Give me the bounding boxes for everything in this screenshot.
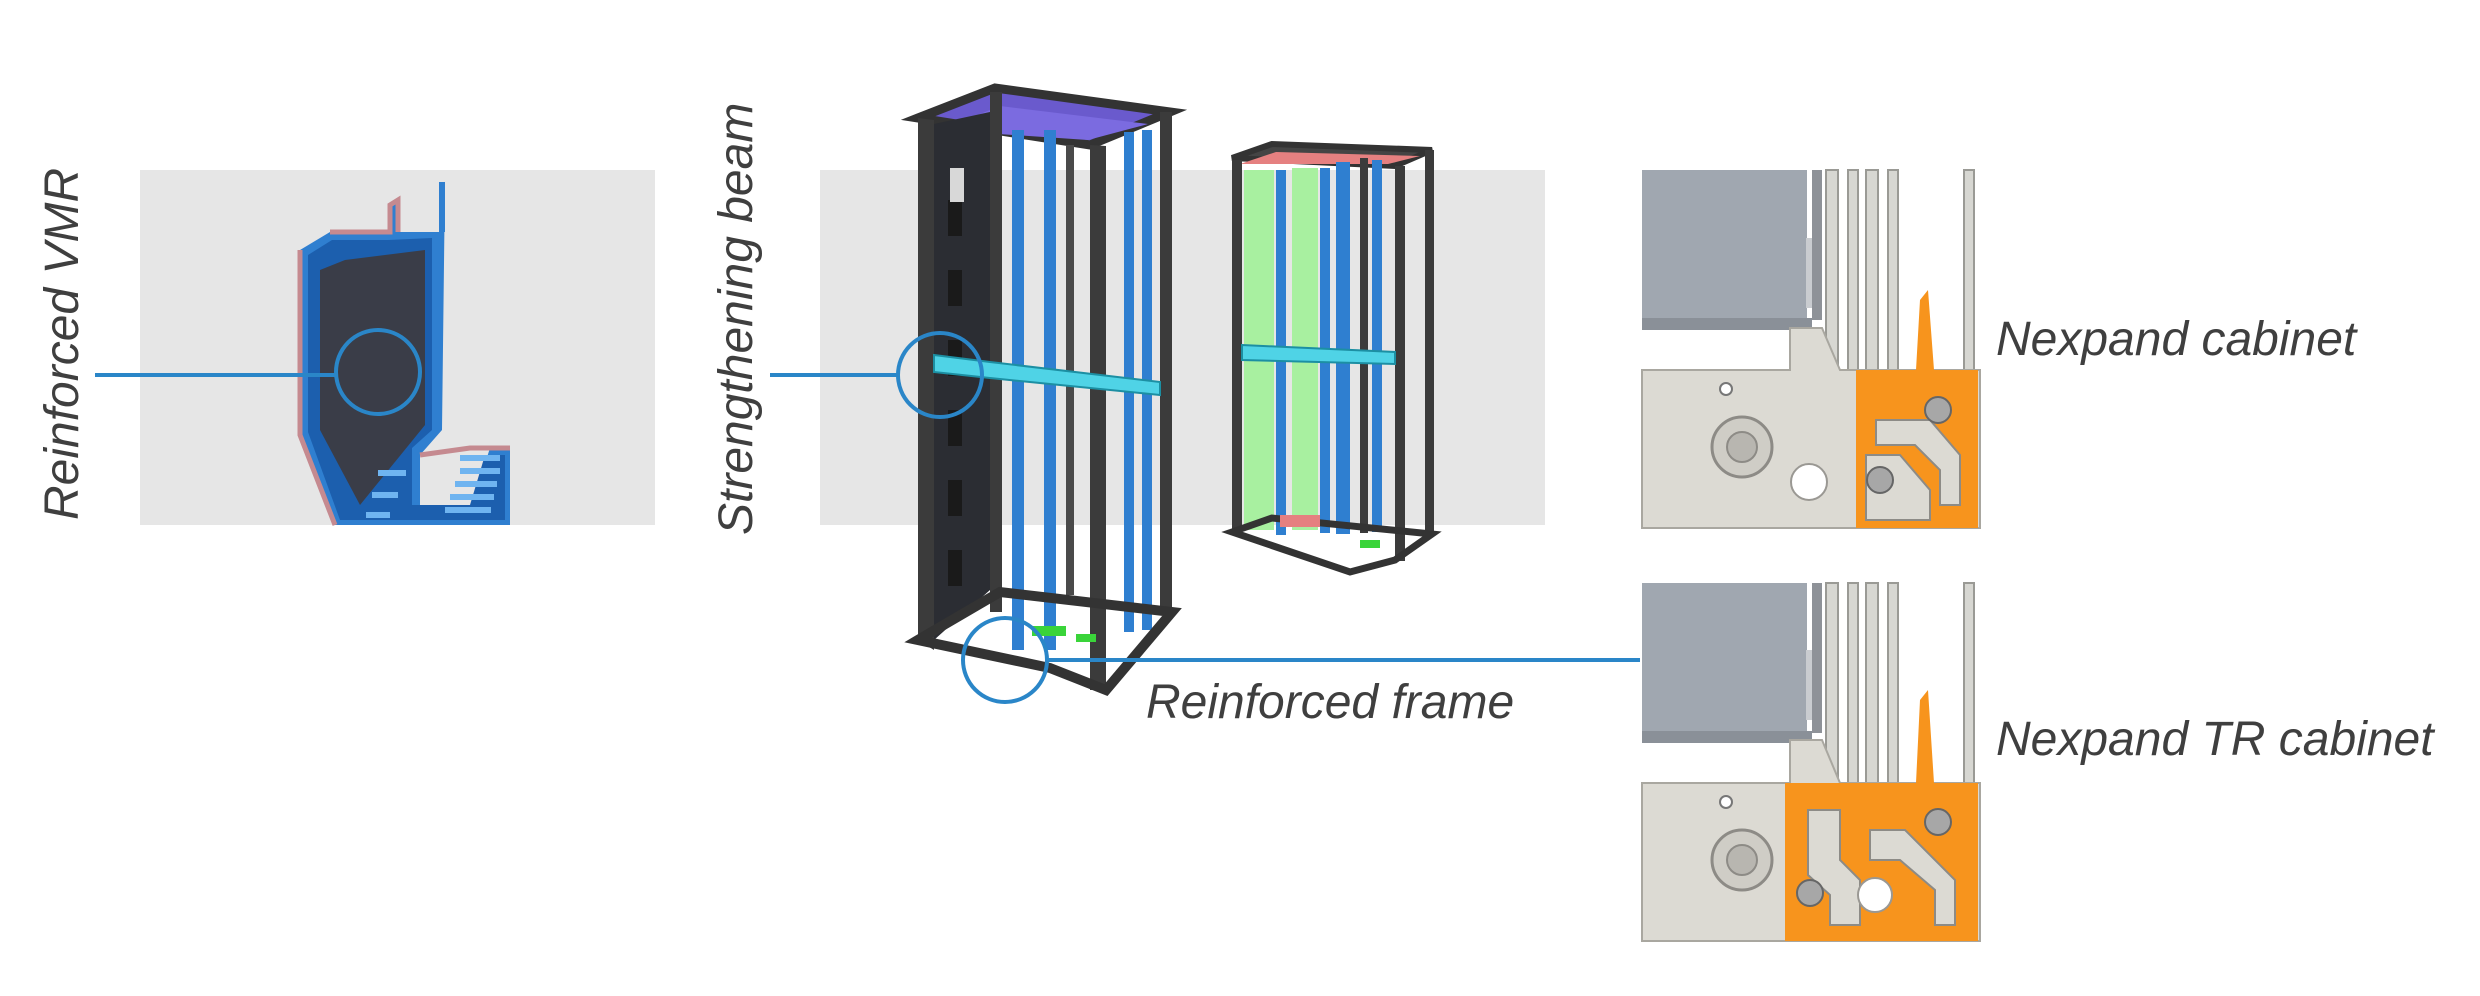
nexpand-cabinet-detail: [1641, 169, 1981, 529]
label-reinforced-frame: Reinforced frame: [1146, 676, 1514, 729]
label-reinforced-vmr: Reinforced VMR: [36, 168, 89, 520]
strengthening-beam: [933, 353, 1161, 397]
label-strengthening-beam: Strengthening beam: [710, 103, 763, 535]
vmr-panel: [95, 170, 655, 526]
nexpand-tr-cabinet-detail: [1641, 582, 1981, 942]
vmr-callout-circle: [334, 328, 422, 416]
label-nexpand-tr-cabinet: Nexpand TR cabinet: [1996, 713, 2435, 766]
small-rack-illustration: [1221, 140, 1442, 576]
vmr-profile-illustration: [297, 180, 510, 526]
label-nexpand-cabinet: Nexpand cabinet: [1996, 313, 2358, 366]
large-rack-illustration: [900, 83, 1188, 696]
